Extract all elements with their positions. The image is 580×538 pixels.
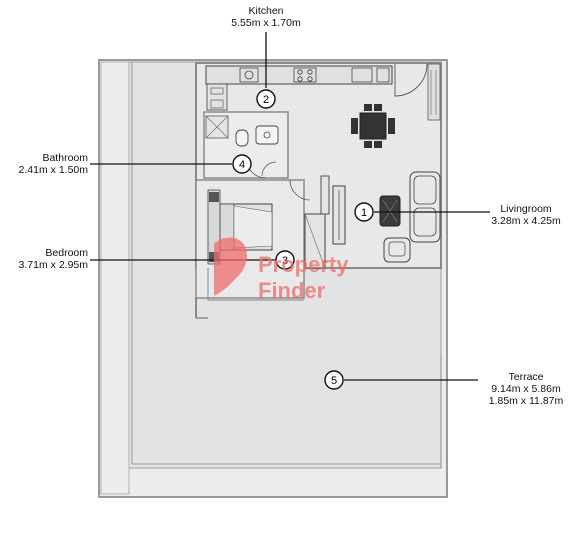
marker-1: 1 [354, 202, 374, 222]
marker-5: 5 [324, 370, 344, 390]
marker-2: 2 [256, 89, 276, 109]
bathroom-name: Bathroom [42, 152, 88, 164]
stove [293, 67, 317, 83]
watermark-line1: Property [258, 252, 349, 277]
kitchen-name: Kitchen [248, 5, 284, 17]
kitchen-label: Kitchen 5.55m x 1.70m [216, 5, 316, 29]
watermark-logo [214, 237, 248, 296]
marker-5-label: 5 [331, 375, 337, 387]
kitchen-dims: 5.55m x 1.70m [231, 17, 301, 29]
bathroom-label: Bathroom 2.41m x 1.50m [4, 152, 88, 176]
sink [255, 125, 279, 145]
livingroom-name: Livingroom [500, 203, 552, 215]
marker-2-label: 2 [263, 94, 269, 106]
terrace-dims-1: 9.14m x 5.86m [491, 383, 561, 395]
watermark-line2: Finder [258, 278, 326, 303]
toilet [235, 129, 249, 147]
terrace-name: Terrace [508, 371, 544, 383]
terrace-dims-2: 1.85m x 11.87m [488, 395, 564, 407]
bedroom-name: Bedroom [45, 247, 88, 259]
bedroom-label: Bedroom 3.71m x 2.95m [4, 247, 88, 271]
sofa [409, 171, 441, 243]
livingroom-dims: 3.28m x 4.25m [491, 215, 561, 227]
marker-1-label: 1 [361, 207, 367, 219]
terrace-label: Terrace 9.14m x 5.86m 1.85m x 11.87m [476, 371, 576, 407]
livingroom-label: Livingroom 3.28m x 4.25m [478, 203, 574, 227]
marker-3-label: 3 [282, 255, 288, 267]
marker-4-label: 4 [239, 159, 245, 171]
armchair [383, 237, 411, 263]
left-side-strip [100, 61, 130, 495]
watermark: Property Finder [214, 237, 349, 303]
bedroom-dims: 3.71m x 2.95m [18, 259, 88, 271]
kitchen-counter [205, 65, 393, 85]
dining-table [359, 112, 387, 140]
marker-4: 4 [232, 154, 252, 174]
marker-3: 3 [275, 250, 295, 270]
bathroom-dims: 2.41m x 1.50m [18, 164, 88, 176]
